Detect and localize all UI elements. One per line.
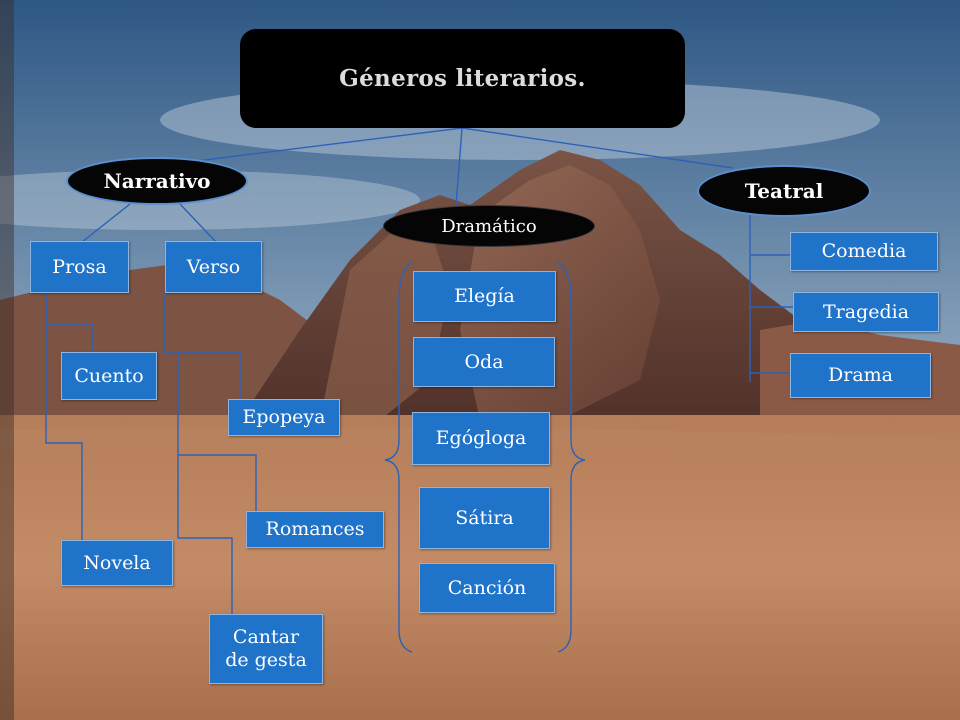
node-verso: Verso [165, 241, 262, 293]
node-drama-label: Drama [828, 364, 893, 386]
node-cancion: Canción [419, 563, 555, 613]
node-novela-label: Novela [83, 551, 151, 574]
node-oda-label: Oda [464, 350, 504, 373]
category-narrativo-label: Narrativo [103, 169, 211, 193]
node-cuento-label: Cuento [74, 364, 144, 387]
node-elegia: Elegía [413, 271, 556, 322]
node-comedia-label: Comedia [821, 240, 907, 262]
category-dramatico: Dramático [383, 205, 595, 247]
node-satira: Sátira [419, 487, 550, 549]
node-prosa: Prosa [30, 241, 129, 293]
node-egogloga-label: Egógloga [435, 427, 527, 449]
node-cuento: Cuento [61, 352, 157, 400]
node-tragedia: Tragedia [793, 292, 939, 332]
node-romances-label: Romances [265, 518, 365, 540]
category-teatral: Teatral [697, 165, 871, 217]
node-egogloga: Egógloga [412, 412, 550, 465]
node-elegia-label: Elegía [454, 285, 515, 307]
node-satira-label: Sátira [455, 506, 514, 529]
category-dramatico-label: Dramático [441, 215, 537, 237]
node-drama: Drama [790, 353, 931, 398]
node-oda: Oda [413, 337, 555, 387]
node-tragedia-label: Tragedia [822, 300, 910, 323]
diagram-title-text: Géneros literarios. [339, 65, 586, 92]
node-cancion-label: Canción [447, 576, 527, 599]
category-narrativo: Narrativo [66, 157, 248, 205]
node-cantar-de-gesta-label: Cantar de gesta [225, 626, 307, 671]
node-prosa-label: Prosa [52, 255, 107, 278]
category-teatral-label: Teatral [744, 179, 824, 203]
node-romances: Romances [246, 511, 384, 548]
node-comedia: Comedia [790, 232, 938, 271]
node-cantar-de-gesta: Cantar de gesta [209, 614, 323, 684]
node-epopeya: Epopeya [228, 399, 340, 436]
node-verso-label: Verso [186, 255, 241, 278]
node-epopeya-label: Epopeya [242, 406, 326, 428]
node-novela: Novela [61, 540, 173, 586]
diagram-title: Géneros literarios. [240, 29, 685, 128]
